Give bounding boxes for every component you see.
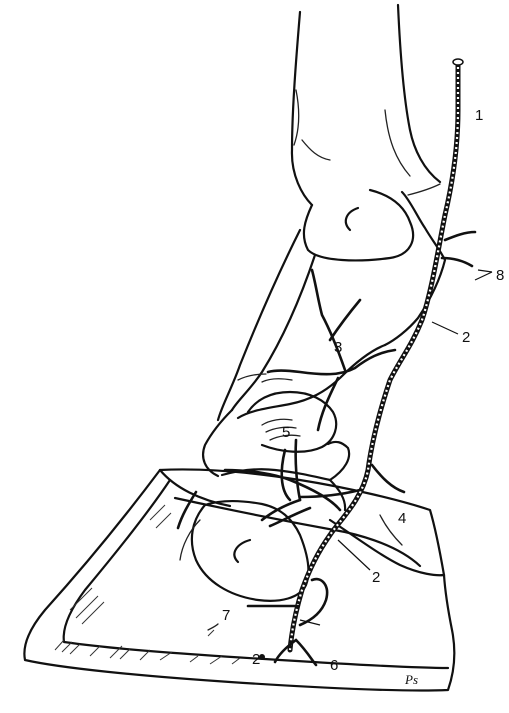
label-1: 1 — [475, 107, 483, 124]
label-2-upper: 2 — [462, 329, 470, 346]
label-5: 5 — [282, 424, 290, 441]
small-details — [208, 374, 292, 660]
label-2-lower: 2 — [252, 651, 260, 668]
artist-signature: Ps — [404, 672, 418, 687]
label-8: 8 — [496, 267, 504, 284]
hoof-hatching — [55, 505, 240, 664]
limb-outline — [292, 5, 440, 205]
label-4: 4 — [398, 510, 406, 527]
label-3: 3 — [334, 339, 342, 356]
label-6: 6 — [330, 657, 338, 674]
label-2-middle: 2 — [372, 569, 380, 586]
hoof-capsule — [24, 469, 454, 690]
label-7: 7 — [222, 607, 230, 624]
callout-lines — [300, 270, 492, 625]
